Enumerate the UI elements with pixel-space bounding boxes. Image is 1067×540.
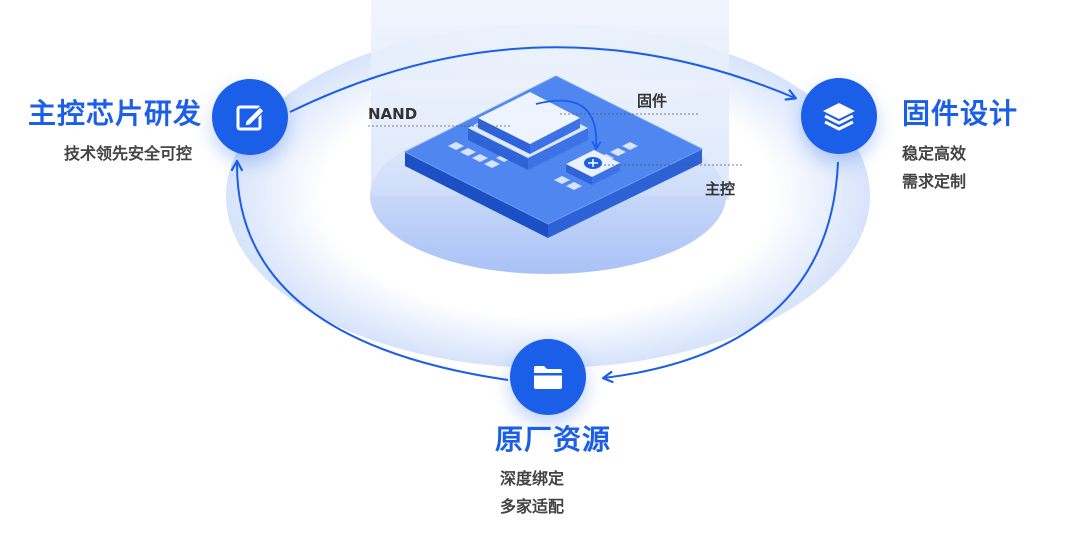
nand-to-controller-arrow (535, 99, 602, 150)
chip-rd-desc: 技术领先安全可控 (64, 144, 193, 163)
firmware-desc-1: 稳定高效 (902, 144, 967, 163)
resources-title: 原厂资源 (495, 423, 612, 456)
firmware-node (801, 78, 877, 154)
nand-block (468, 92, 588, 170)
flow-arrow-top (289, 46, 798, 113)
resources-desc-2: 多家适配 (500, 497, 565, 516)
folder-icon (534, 366, 562, 389)
flow-arrow-bottom (601, 161, 839, 384)
controller-chip-label: 主控 (705, 180, 736, 198)
flow-arrow-left (230, 159, 509, 381)
firmware-chip-label: 固件 (637, 92, 668, 110)
firmware-title: 固件设计 (902, 97, 1019, 130)
layers-icon (823, 103, 855, 131)
nand-label: NAND (368, 105, 418, 123)
resources-node (510, 339, 586, 415)
chip-rd-title: 主控芯片研发 (28, 97, 203, 130)
firmware-desc-2: 需求定制 (902, 172, 967, 191)
edit-icon (236, 105, 265, 131)
controller-chip (566, 150, 620, 185)
resources-desc-1: 深度绑定 (500, 469, 565, 488)
chip-rd-node (212, 79, 288, 155)
